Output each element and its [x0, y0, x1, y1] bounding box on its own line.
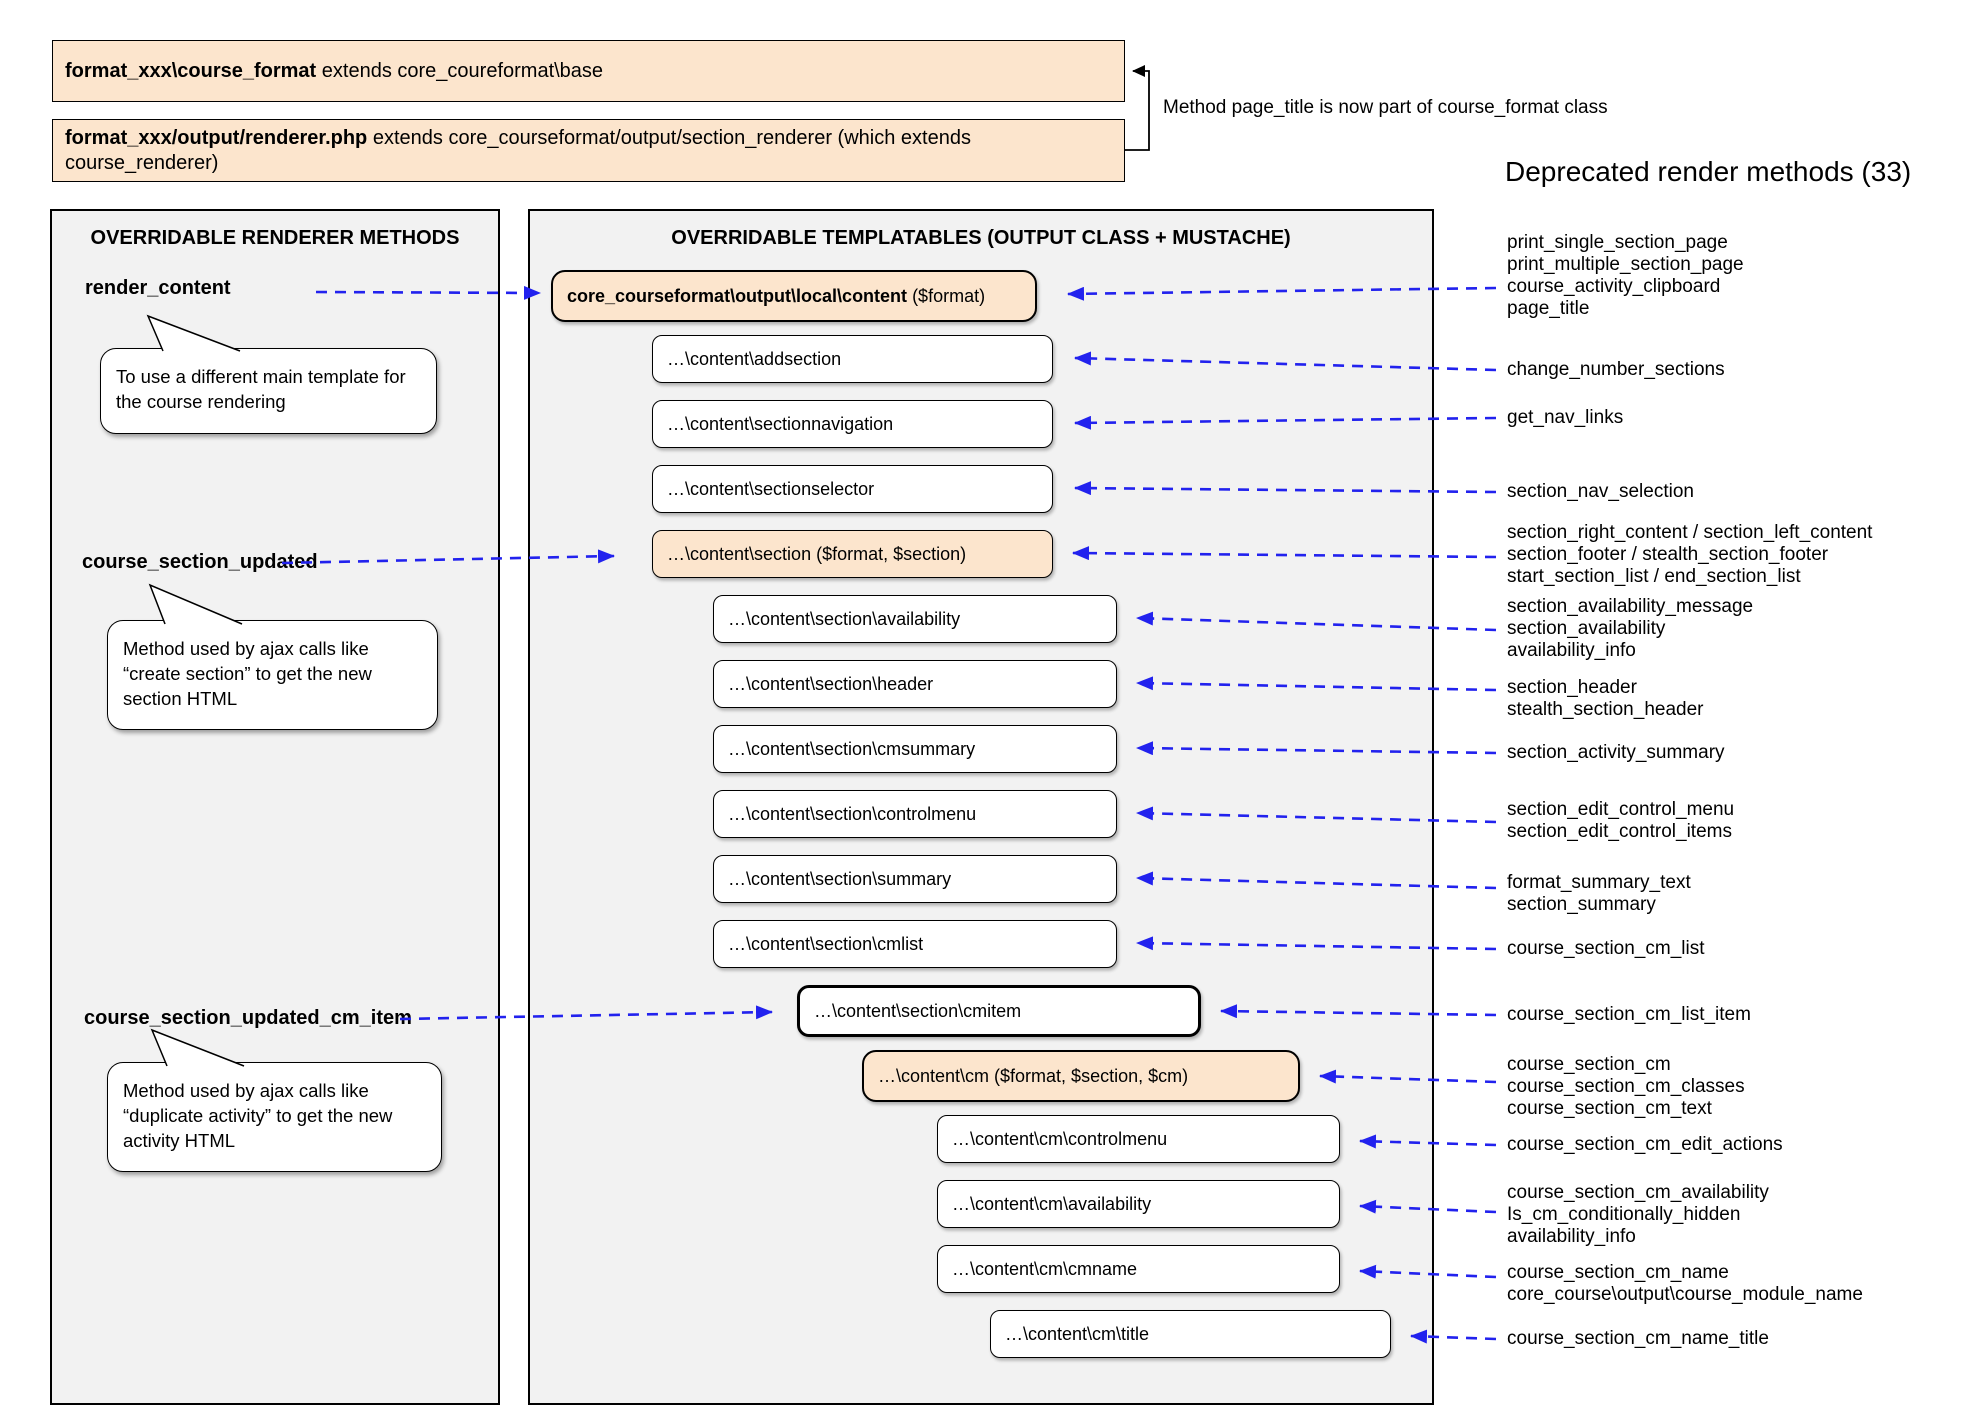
templatable-content: core_courseformat\output\local\content (… — [551, 270, 1037, 322]
bracket-connector — [1125, 65, 1150, 151]
deprecated-group-header: section_header stealth_section_header — [1507, 677, 1703, 721]
deprecated-method: section_activity_summary — [1507, 742, 1725, 763]
deprecated-group-cm: course_section_cm course_section_cm_clas… — [1507, 1054, 1745, 1120]
deprecated-group-availability: section_availability_message section_ava… — [1507, 596, 1753, 662]
deprecated-group-page: print_single_section_page print_multiple… — [1507, 232, 1744, 320]
deprecated-group-cmlistitem: course_section_cm_list_item — [1507, 1004, 1751, 1026]
deprecated-methods-title: Deprecated render methods (33) — [1505, 156, 1912, 187]
callout-render-content: To use a different main template for the… — [100, 348, 437, 434]
renderer-file-extends: extends core_courseformat/output/section… — [65, 126, 971, 174]
callout-line: “duplicate activity” to get the new — [123, 1105, 393, 1126]
templatable-cm-title: …\content\cm\title — [990, 1310, 1391, 1358]
templatable-cm-cmname: …\content\cm\cmname — [937, 1245, 1340, 1293]
deprecated-method: section_footer / stealth_section_footer — [1507, 544, 1829, 565]
deprecated-method: course_section_cm_list_item — [1507, 1004, 1751, 1025]
deprecated-method: course_section_cm_name — [1507, 1262, 1729, 1283]
deprecated-group-cmname: course_section_cm_name core_course\outpu… — [1507, 1262, 1863, 1306]
callout-line: “create section” to get the new — [123, 663, 372, 684]
templatable-section-header: …\content\section\header — [713, 660, 1117, 708]
deprecated-method: course_section_cm_name_title — [1507, 1328, 1769, 1349]
deprecated-group-cmsummary: section_activity_summary — [1507, 742, 1725, 764]
deprecated-method: change_number_sections — [1507, 359, 1725, 380]
deprecated-method: Is_cm_conditionally_hidden — [1507, 1204, 1741, 1225]
deprecated-method: availability_info — [1507, 640, 1636, 661]
course-format-class-box: format_xxx\course_format extends core_co… — [52, 40, 1125, 102]
deprecated-method: stealth_section_header — [1507, 699, 1704, 720]
deprecated-method: format_summary_text — [1507, 872, 1691, 893]
deprecated-method: section_edit_control_menu — [1507, 799, 1735, 820]
deprecated-method: section_nav_selection — [1507, 481, 1694, 502]
deprecated-method: section_header — [1507, 677, 1637, 698]
deprecated-method: get_nav_links — [1507, 407, 1624, 428]
deprecated-group-controlmenu: section_edit_control_menu section_edit_c… — [1507, 799, 1734, 843]
method-course-section-updated-cm-item: course_section_updated_cm_item — [84, 1007, 412, 1029]
deprecated-method: course_section_cm_availability — [1507, 1182, 1769, 1203]
deprecated-method: course_section_cm — [1507, 1054, 1671, 1075]
method-render-content: render_content — [85, 277, 231, 299]
renderer-file-name: format_xxx/output/renderer.php — [65, 126, 368, 149]
deprecated-method: start_section_list / end_section_list — [1507, 566, 1801, 587]
templatable-section-availability: …\content\section\availability — [713, 595, 1117, 643]
templatable-section-controlmenu: …\content\section\controlmenu — [713, 790, 1117, 838]
deprecated-group-summary: format_summary_text section_summary — [1507, 872, 1691, 916]
callout-line: activity HTML — [123, 1130, 236, 1151]
templatable-sectionnavigation: …\content\sectionnavigation — [652, 400, 1053, 448]
deprecated-method: section_availability — [1507, 618, 1666, 639]
callout-line: section HTML — [123, 688, 238, 709]
deprecated-method: core_course\output\course_module_name — [1507, 1284, 1863, 1305]
deprecated-group-cmnametitle: course_section_cm_name_title — [1507, 1328, 1769, 1350]
deprecated-method: print_single_section_page — [1507, 232, 1728, 253]
callout-course-section-updated: Method used by ajax calls like “create s… — [107, 620, 438, 730]
templatable-cm-availability: …\content\cm\availability — [937, 1180, 1340, 1228]
deprecated-method: course_section_cm_list — [1507, 938, 1705, 959]
deprecated-method: course_section_cm_classes — [1507, 1076, 1745, 1097]
templatable-cm-controlmenu: …\content\cm\controlmenu — [937, 1115, 1340, 1163]
callout-line: the course rendering — [116, 391, 286, 412]
course-format-class-extends: extends core_coureformat\base — [316, 60, 604, 82]
callout-line: Method used by ajax calls like — [123, 638, 369, 659]
deprecated-method: availability_info — [1507, 1226, 1636, 1247]
deprecated-group-cmlist: course_section_cm_list — [1507, 938, 1704, 960]
deprecated-group-navlinks: get_nav_links — [1507, 407, 1623, 429]
templatable-sectionselector: …\content\sectionselector — [652, 465, 1053, 513]
method-course-section-updated: course_section_updated — [82, 551, 318, 573]
templatable-section: …\content\section ($format, $section) — [652, 530, 1053, 578]
deprecated-method: section_edit_control_items — [1507, 821, 1732, 842]
course-format-class-name: format_xxx\course_format — [65, 60, 317, 82]
deprecated-method: page_title — [1507, 298, 1590, 319]
templatable-section-cmitem: …\content\section\cmitem — [797, 985, 1201, 1037]
deprecated-method: course_section_cm_text — [1507, 1098, 1712, 1119]
deprecated-group-addsection: change_number_sections — [1507, 359, 1725, 381]
renderer-methods-panel-title: OVERRIDABLE RENDERER METHODS — [90, 227, 460, 249]
templatable-content-class: core_courseformat\output\local\content — [567, 285, 908, 306]
deprecated-method: course_activity_clipboard — [1507, 276, 1721, 297]
deprecated-method: section_right_content / section_left_con… — [1507, 522, 1873, 543]
templatable-section-summary: …\content\section\summary — [713, 855, 1117, 903]
templatable-content-args: ($format) — [907, 285, 986, 306]
deprecated-method: print_multiple_section_page — [1507, 254, 1744, 275]
page-title-note: Method page_title is now part of course_… — [1163, 97, 1608, 118]
deprecated-method: course_section_cm_edit_actions — [1507, 1134, 1783, 1155]
templatable-section-cmsummary: …\content\section\cmsummary — [713, 725, 1117, 773]
templatable-cm: …\content\cm ($format, $section, $cm) — [862, 1050, 1300, 1102]
renderer-file-box: format_xxx/output/renderer.php extends c… — [52, 119, 1125, 182]
templatables-panel-title: OVERRIDABLE TEMPLATABLES (OUTPUT CLASS +… — [671, 227, 1291, 249]
deprecated-group-section: section_right_content / section_left_con… — [1507, 522, 1872, 588]
deprecated-method: section_summary — [1507, 894, 1656, 915]
templatable-section-cmlist: …\content\section\cmlist — [713, 920, 1117, 968]
callout-course-section-updated-cm-item: Method used by ajax calls like “duplicat… — [107, 1062, 442, 1172]
templatable-addsection: …\content\addsection — [652, 335, 1053, 383]
deprecated-method: section_availability_message — [1507, 596, 1754, 617]
deprecated-group-navselection: section_nav_selection — [1507, 481, 1694, 503]
deprecated-group-editactions: course_section_cm_edit_actions — [1507, 1134, 1783, 1156]
callout-line: Method used by ajax calls like — [123, 1080, 369, 1101]
deprecated-group-cmavailability: course_section_cm_availability Is_cm_con… — [1507, 1182, 1769, 1248]
callout-line: To use a different main template for — [116, 366, 406, 387]
